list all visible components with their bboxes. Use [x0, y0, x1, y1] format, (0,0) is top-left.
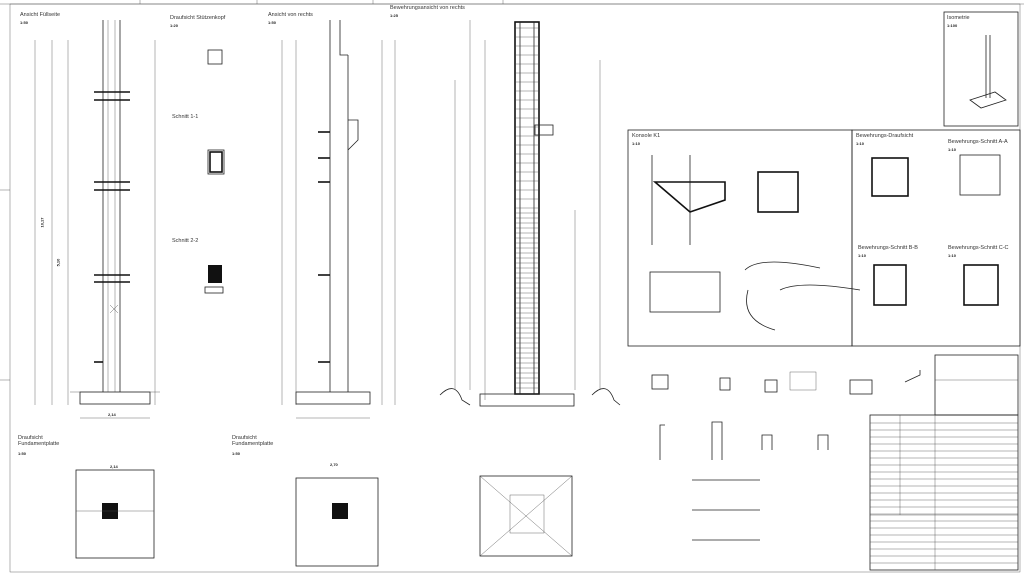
- title-konsole: Konsole K1: [632, 133, 661, 139]
- scale-label: 1:10: [856, 141, 865, 146]
- title-ansicht-rechts: Ansicht von rechts: [268, 12, 313, 18]
- scale-label: 1:10: [948, 253, 957, 258]
- section-details: [204, 49, 225, 294]
- scale-label: 1:25: [390, 13, 399, 18]
- scale-label: 1:10: [858, 253, 867, 258]
- console-detail-box: [627, 129, 1021, 347]
- title-draufsicht-stuetzenkopf: Draufsicht Stützenkopf: [170, 15, 226, 21]
- scale-label: 1:50: [18, 451, 27, 456]
- title-block-rows: [870, 422, 1018, 564]
- scale-label: 1:50: [232, 451, 241, 456]
- dimension-height: 5,10: [55, 258, 61, 267]
- title-bew-schnitt-cc: Bewehrungs-Schnitt C-C: [948, 245, 1009, 251]
- scale-label: 1:10: [948, 147, 957, 152]
- title-isometrie: Isometrie: [947, 15, 970, 21]
- column-view-front: [34, 20, 160, 419]
- isometry-view: [943, 11, 1019, 127]
- scale-label: 1:50: [20, 20, 29, 25]
- title-bew-schnitt-bb: Bewehrungs-Schnitt B-B: [858, 245, 918, 251]
- scale-label: 1:20: [170, 23, 179, 28]
- scale-label: 1:50: [268, 20, 277, 25]
- stirrups: [515, 27, 539, 389]
- dimension-width: 2,14: [110, 464, 118, 469]
- column-view-right: [281, 20, 396, 419]
- title-bewehrung-rechts: Bewehrungsansicht von rechts: [390, 5, 465, 11]
- scale-label: 1:10: [632, 141, 641, 146]
- title-fundamentplatte-2: Draufsicht Fundamentplatte: [232, 435, 274, 447]
- title-schnitt-2-2: Schnitt 2-2: [172, 238, 199, 244]
- title-schnitt-1-1: Schnitt 1-1: [172, 114, 199, 120]
- dimension-height: 10,17: [39, 217, 45, 228]
- title-bew-schnitt-aa: Bewehrungs-Schnitt A-A: [948, 139, 1008, 145]
- title-block: [869, 354, 1019, 571]
- title-fundamentplatte-1: Draufsicht Fundamentplatte: [18, 435, 60, 447]
- title-bew-draufsicht: Bewehrungs-Draufsicht: [856, 133, 914, 139]
- dimension-width: 2,14: [108, 412, 116, 417]
- scale-label: 1:100: [947, 23, 958, 28]
- title-ansicht-fuellseite: Ansicht Füllseite: [20, 12, 61, 18]
- bending-schedule-shapes: [651, 370, 921, 541]
- foundation-plans: [75, 469, 573, 567]
- dimension-width: 2,70: [330, 462, 338, 467]
